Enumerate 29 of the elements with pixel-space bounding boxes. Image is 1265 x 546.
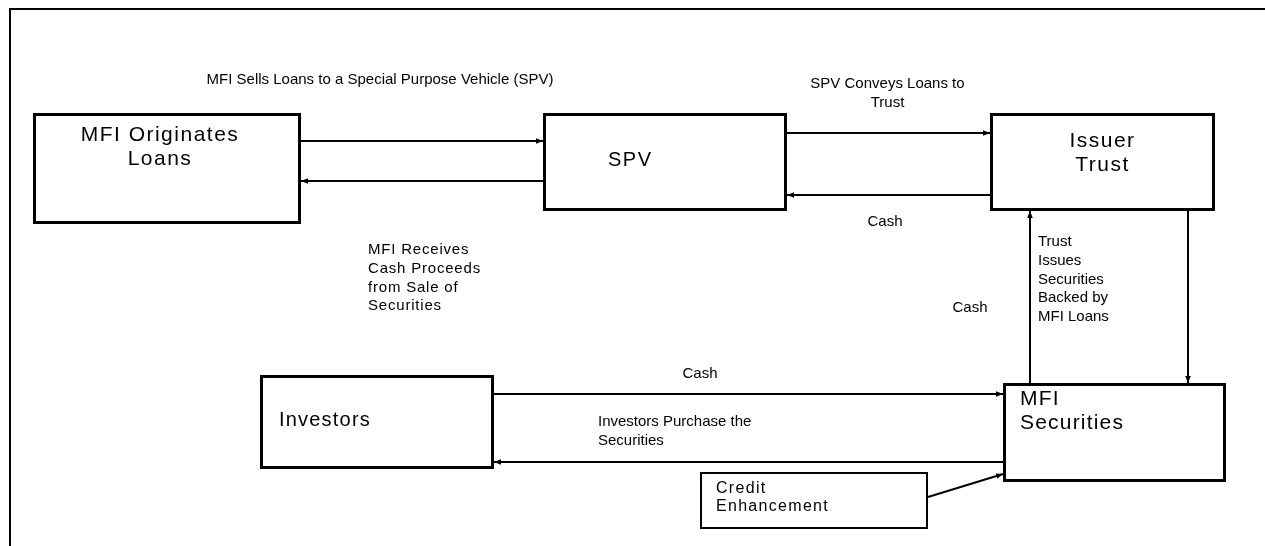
edge-label: Cash xyxy=(866,212,904,231)
arrow xyxy=(493,391,1004,397)
arrow xyxy=(1027,210,1033,384)
edge-label: Investors Purchase the Securities xyxy=(598,412,753,450)
arrow xyxy=(300,138,544,144)
box-label: Investors xyxy=(279,408,372,431)
annotation-text: MFI Receives Cash Proceeds from Sale of Securities xyxy=(368,240,482,315)
arrow xyxy=(927,473,1004,498)
box-label: SPV xyxy=(608,148,654,171)
process-box xyxy=(543,113,787,211)
arrow xyxy=(493,459,1004,465)
box-label: MFI Originates Loans xyxy=(79,122,241,171)
edge-label: SPV Conveys Loans to Trust xyxy=(809,74,966,112)
box-label: MFI Securities xyxy=(1020,386,1126,435)
arrow xyxy=(1185,210,1191,384)
process-box xyxy=(1003,383,1226,482)
box-label: Credit Enhancement xyxy=(716,479,831,516)
arrow xyxy=(300,178,544,184)
process-box xyxy=(990,113,1215,211)
annotation-text: MFI Sells Loans to a Special Purpose Vehicle (SPV) xyxy=(205,70,555,89)
arrow xyxy=(786,130,991,136)
box-label: Issuer Trust xyxy=(1068,128,1137,177)
process-box xyxy=(260,375,494,469)
process-box xyxy=(33,113,301,224)
annotation-text: Trust Issues Securities Backed by MFI Loans xyxy=(1038,232,1110,326)
process-box xyxy=(700,472,928,529)
edge-label: Cash xyxy=(951,298,989,317)
arrow xyxy=(786,192,991,198)
edge-label: Cash xyxy=(681,364,719,383)
